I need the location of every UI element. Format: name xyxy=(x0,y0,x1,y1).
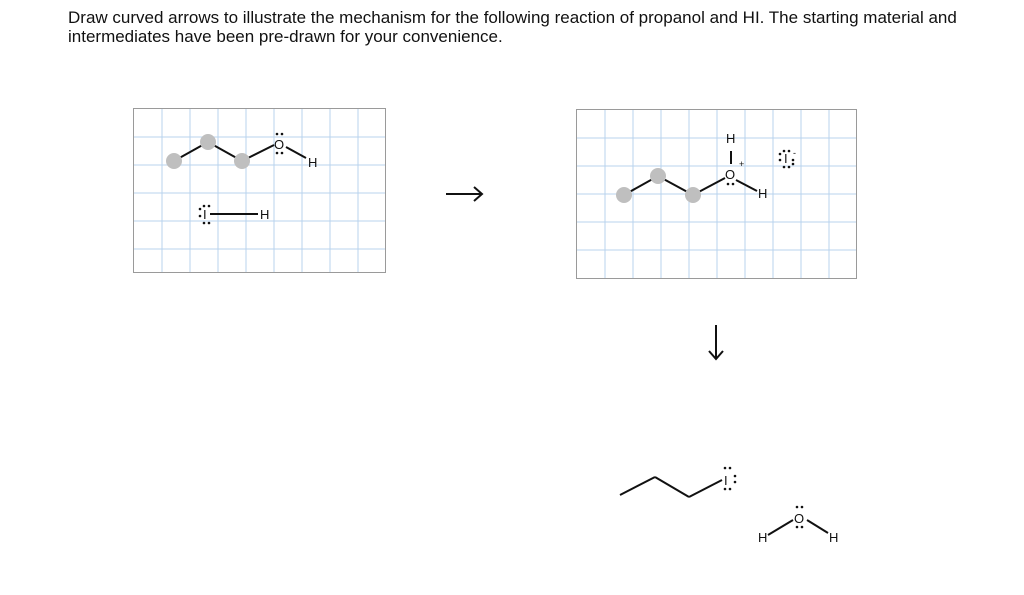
oxygen-atom[interactable]: O xyxy=(725,167,735,182)
question-text: Draw curved arrows to illustrate the mec… xyxy=(68,8,957,46)
carbon-atom[interactable] xyxy=(685,187,701,203)
starting-material-canvas[interactable]: O H I H xyxy=(133,108,386,273)
iodide-lone-pairs xyxy=(778,149,795,169)
oxygen-lone-pairs xyxy=(795,505,804,529)
oxygen-lone-pairs xyxy=(275,132,284,155)
negative-charge: - xyxy=(793,148,796,158)
iodine-lone-pairs xyxy=(723,466,737,491)
hydrogen-atom[interactable]: H xyxy=(758,186,767,201)
hydrogen-atom[interactable]: H xyxy=(726,131,735,146)
hydrogen-atom[interactable]: H xyxy=(260,207,269,222)
carbon-atom[interactable] xyxy=(200,134,216,150)
intermediate-canvas[interactable]: H O + H I - xyxy=(576,109,857,279)
iodine-lone-pairs xyxy=(198,204,211,225)
intermediate-drawing: H O + H I - xyxy=(577,110,856,278)
carbon-atom[interactable] xyxy=(616,187,632,203)
oxygen-atom[interactable]: O xyxy=(274,137,284,152)
propyl-iodide-bonds xyxy=(619,476,723,498)
grid xyxy=(134,109,385,272)
iodide-ion[interactable]: I xyxy=(784,151,788,166)
hydrogen-atom: H xyxy=(758,530,767,545)
iodine-atom[interactable]: I xyxy=(203,207,207,222)
hydrogen-atom[interactable]: H xyxy=(308,155,317,170)
down-arrow-icon xyxy=(700,320,736,366)
water-bonds xyxy=(767,519,829,536)
hydrogen-atom: H xyxy=(829,530,838,545)
oxygen-atom: O xyxy=(794,511,804,526)
right-arrow-icon xyxy=(440,180,490,210)
carbon-atom[interactable] xyxy=(166,153,182,169)
starting-material-drawing: O H I H xyxy=(134,109,385,272)
carbon-atom[interactable] xyxy=(650,168,666,184)
oxygen-lone-pair xyxy=(726,182,735,186)
products-drawing: I H O H xyxy=(600,455,860,555)
iodine-atom: I xyxy=(724,473,728,488)
positive-charge: + xyxy=(739,159,744,169)
carbon-atom[interactable] xyxy=(234,153,250,169)
